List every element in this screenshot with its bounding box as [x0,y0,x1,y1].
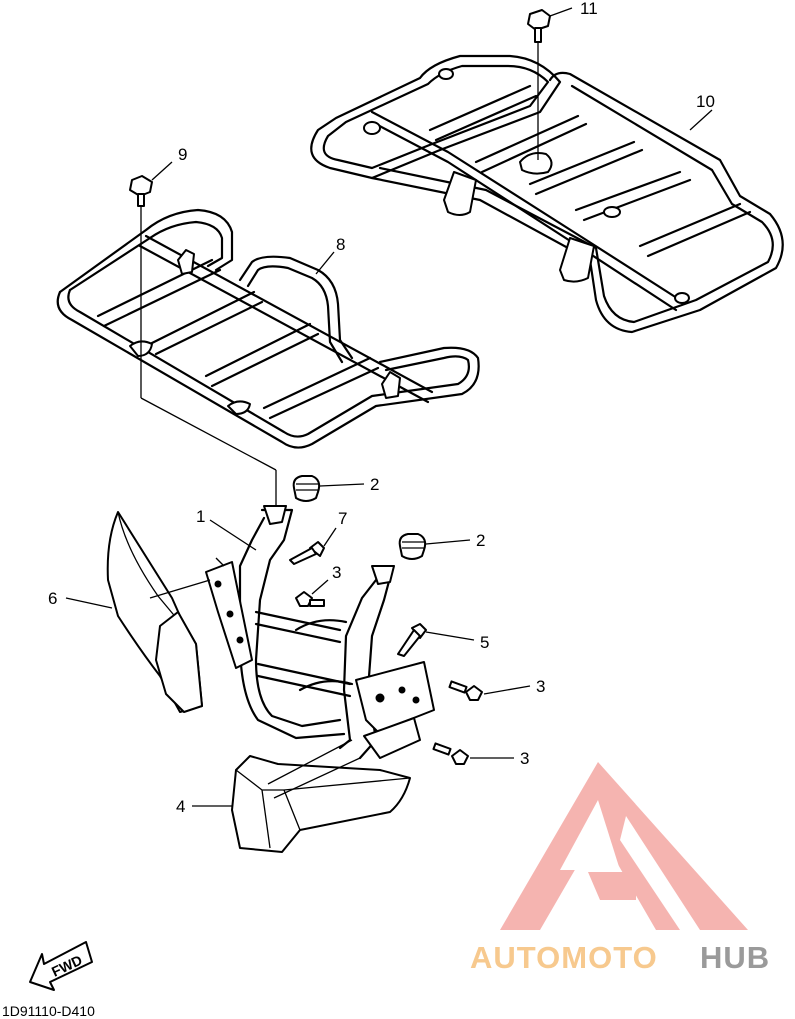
callout-6: 6 [48,589,57,608]
rear-carrier-part-10 [310,54,784,334]
callout-8: 8 [336,235,345,254]
bolt-part-11 [527,7,573,160]
bolt-part-9 [129,161,277,506]
callout-3-middle: 3 [536,677,545,696]
callout-3-lower: 3 [520,749,529,768]
screw-part-5 [397,623,475,657]
callout-3-upper: 3 [332,563,341,582]
diagram-code: 1D91110-D410 [2,1003,95,1019]
callout-10: 10 [696,92,715,111]
bolt-part-3-middle [448,680,531,701]
front-carrier-part-8 [56,208,480,449]
callout-4: 4 [176,797,185,816]
callout-1: 1 [196,507,205,526]
callout-2-right: 2 [476,531,485,550]
callout-7: 7 [338,509,347,528]
callout-11: 11 [580,0,598,18]
callout-2-top: 2 [370,475,379,494]
watermark-text-automoto: AUTOMOTO [470,940,658,975]
grommet-part-2-right [398,533,471,560]
bolt-part-3-lower [432,742,514,765]
side-guard-part-6 [106,511,211,713]
watermark-logo [500,762,748,930]
watermark-text-hub: HUB [700,940,770,975]
callout-9: 9 [178,145,187,164]
front-guard-part-1 [205,505,435,760]
bolt-part-3-upper [295,579,329,607]
lower-guard-part-4 [231,739,411,853]
grommet-part-2-top [292,475,365,502]
screw-part-7 [289,527,337,565]
callout-5: 5 [480,633,489,652]
fwd-arrow-icon: FWD [29,941,93,991]
fwd-label: FWD [49,952,85,980]
